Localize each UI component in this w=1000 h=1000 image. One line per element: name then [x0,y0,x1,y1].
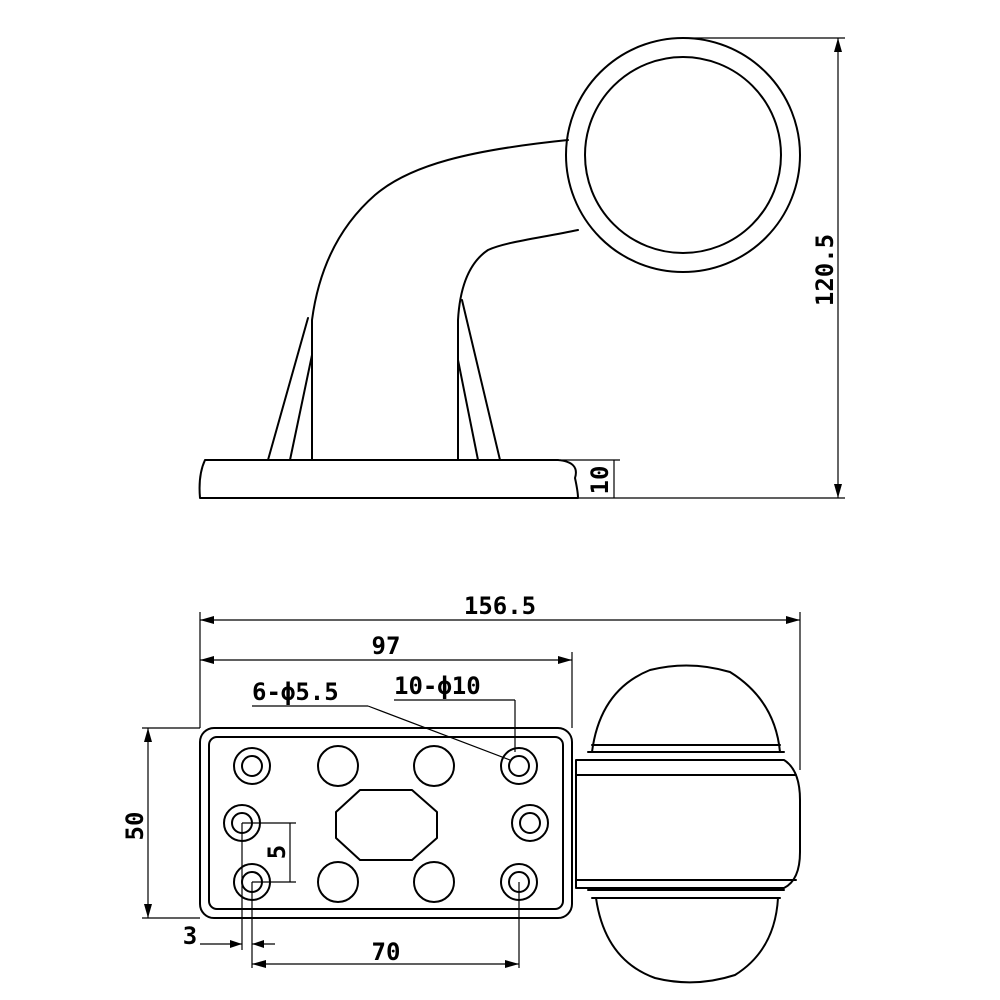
dim-label-offset-v: 5 [263,845,291,859]
arrow-spacing-left [252,960,266,968]
arrow-width-top [144,728,152,742]
dim-label-base-thickness: 10 [586,466,614,495]
hole-large-4 [413,861,455,903]
hole-small-4 [500,747,538,785]
callout-small-holes: 6-ϕ5.5 [252,678,339,706]
right-support [457,299,501,461]
base-plate-inner [208,736,564,910]
hole-large-3 [317,861,359,903]
dim-label-overall: 156.5 [464,592,536,620]
small-holes [223,747,549,901]
left-support [267,317,313,461]
dim-label-width: 50 [121,812,149,841]
side-view: 120.5 10 [198,37,845,499]
hole-small-4-inner [508,755,530,777]
lamp-head-inner [584,56,782,254]
arrow-base-left [200,656,214,664]
arrow-base-right [558,656,572,664]
arrow-spacing-right [505,960,519,968]
arrow-bottom [834,484,842,498]
arm-upper-outline [311,139,569,461]
hole-small-5 [511,804,549,842]
lamp-center-body [575,759,801,889]
hole-small-1-inner [241,755,263,777]
base-plate-outer [199,727,573,919]
arrow-width-bottom [144,904,152,918]
base-plate [198,459,579,499]
hole-large-1 [317,745,359,787]
arrow-offset-h-right [252,940,264,948]
arrow-top [834,38,842,52]
arm-lower-outline [457,229,579,461]
arrow-overall-left [200,616,214,624]
hole-large-2 [413,745,455,787]
dim-label-spacing: 70 [372,938,401,966]
hole-small-1 [233,747,271,785]
dim-label-height: 120.5 [811,234,839,306]
leader-small-holes-diag [367,705,511,761]
dim-label-offset-h: 3 [183,922,197,950]
large-holes [317,745,455,903]
lamp-body-top-view [575,664,801,984]
lamp-head-outer [565,37,801,273]
arrow-offset-h [230,940,242,948]
center-opening [335,789,438,861]
lamp-dome-upper [591,664,781,753]
dim-label-base-length: 97 [372,632,401,660]
lamp-dome-lower [595,897,779,984]
hole-small-5-inner [519,812,541,834]
callout-large-holes: 10-ϕ10 [394,672,481,700]
arrow-overall-right [786,616,800,624]
top-view: 156.5 97 6-ϕ5.5 10-ϕ10 50 5 3 [121,592,801,984]
